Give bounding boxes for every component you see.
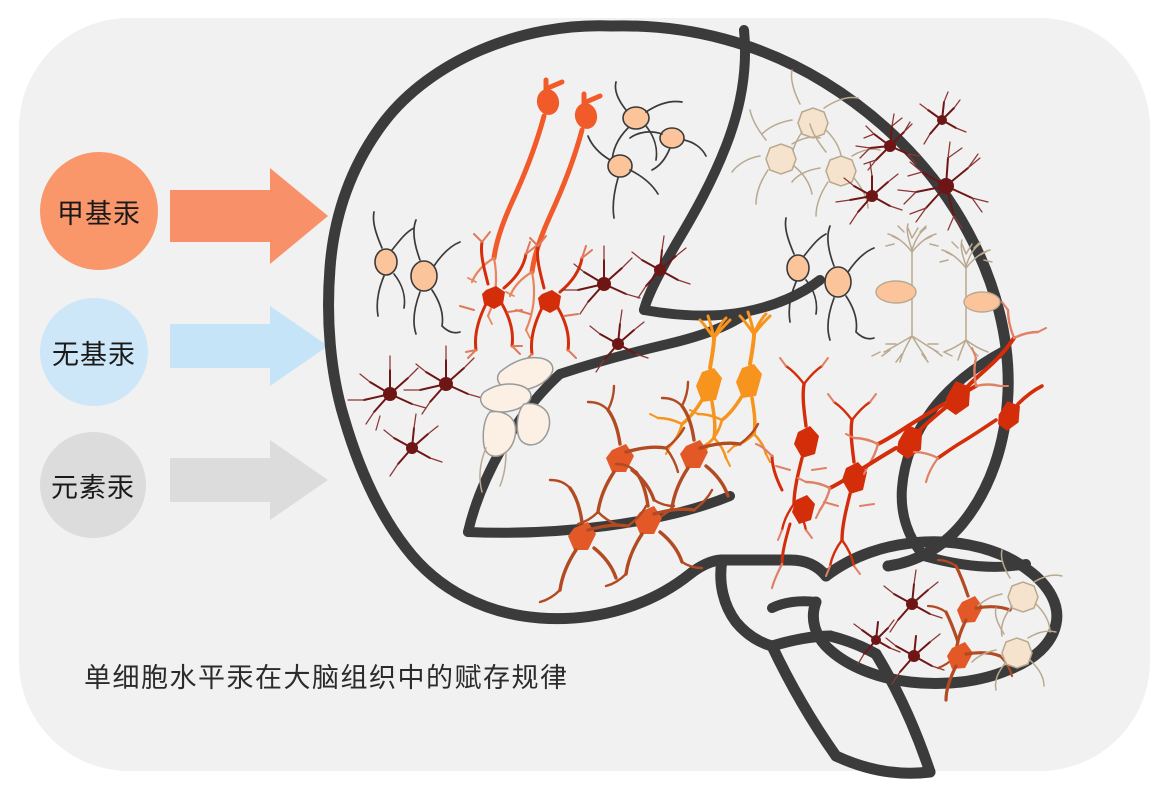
neurons-red-elongated [797,301,1047,519]
legend-label-methylmercury: 甲基汞 [57,198,141,229]
neurons-red-starlike [459,231,593,363]
bipolar-neurons-orange [467,77,603,339]
legend-circle-inorganic-mercury[interactable]: 无基汞 [40,298,148,406]
neurons-red-vertical [754,357,877,590]
methylmercury-arrow [170,168,328,264]
microglia-maroon-lower-left [347,345,483,477]
legend-circle-elemental-mercury[interactable]: 元素汞 [40,432,146,538]
microglia-maroon-upper-right [835,91,989,231]
legend-label-inorganic-mercury: 无基汞 [52,339,136,370]
pyramidal-neurons-rust [538,380,760,604]
legend-circle-methylmercury[interactable]: 甲基汞 [40,152,158,270]
pale-outline-cells [479,356,554,493]
elemental-mercury-arrow [170,440,328,520]
microglia-cerebellum [853,569,945,685]
astrocytes-peach-left [372,211,461,335]
astrocytes-peach-upper [587,81,707,219]
purkinje-tree-cells [871,223,1001,363]
inorganic-mercury-arrow [170,306,328,386]
astrocytes-pale-cerebellum [971,549,1063,691]
microglia-maroon-mid [561,235,691,373]
caption-text: 单细胞水平汞在大脑组织中的赋存规律 [84,663,569,693]
astrocytes-pale-tan [731,69,881,217]
legend-label-elemental-mercury: 元素汞 [51,472,135,503]
astrocytes-peach-mid-right [784,217,875,341]
pyramidal-neurons-bright-orange [649,310,772,467]
